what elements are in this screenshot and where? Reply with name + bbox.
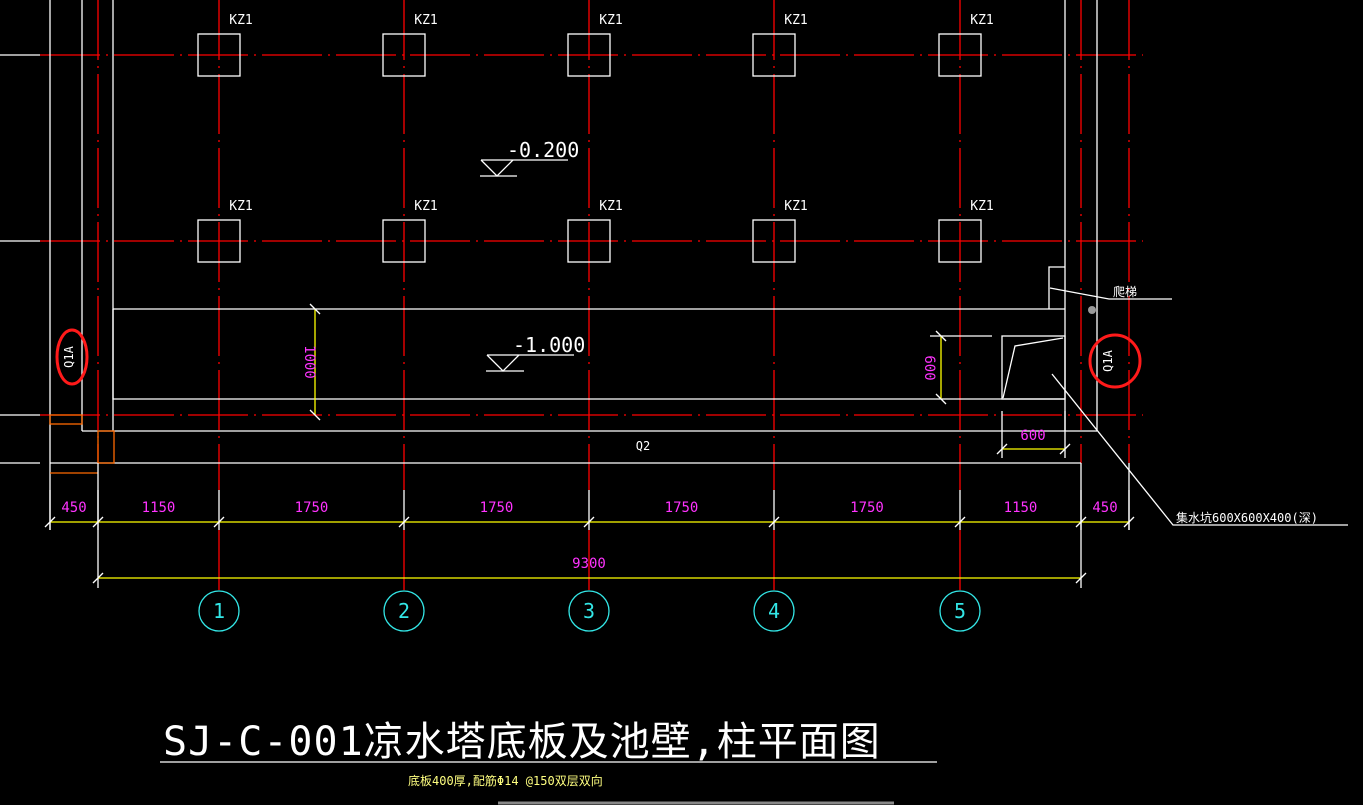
dim-tick [213, 516, 225, 528]
column-kz1[interactable]: KZ1 [567, 13, 623, 77]
column-label: KZ1 [599, 199, 622, 214]
elevation-label-upper: -0.200 [507, 138, 579, 162]
wall-label-bottom: Q2 [636, 439, 650, 453]
dim-tick [44, 516, 56, 528]
dim-text-segment: 1150 [1004, 500, 1038, 516]
column-kz1[interactable]: KZ1 [752, 13, 808, 77]
column-kz1[interactable]: KZ1 [197, 13, 253, 77]
dim-text-trench-depth: 1000 [301, 345, 317, 379]
column-label: KZ1 [970, 13, 993, 28]
dim-tick [1123, 516, 1135, 528]
dim-tick [768, 516, 780, 528]
column-outline [567, 33, 611, 77]
dimension-trench-depth: 1000 [301, 303, 321, 421]
dim-text-segment: 1750 [480, 500, 514, 516]
dim-tick [92, 572, 104, 584]
column-label: KZ1 [599, 13, 622, 28]
dim-text-segment: 450 [1092, 500, 1117, 516]
axis-bubble-label: 2 [398, 599, 410, 623]
axis-bubble-4: 4 [753, 590, 795, 632]
dim-text-sump-width: 600 [1020, 428, 1045, 444]
sump-label: 集水坑600X600X400(深) [1176, 510, 1318, 525]
ladder-label: 爬梯 [1113, 285, 1137, 299]
dim-text-total: 9300 [572, 556, 606, 572]
column-outline [382, 33, 426, 77]
dim-tick [583, 516, 595, 528]
axis-bubble-1: 1 [198, 590, 240, 632]
highlight-circle-left [55, 328, 89, 386]
column-kz1[interactable]: KZ1 [382, 199, 438, 263]
column-kz1[interactable]: KZ1 [197, 199, 253, 263]
dim-tick [1075, 572, 1087, 584]
column-kz1[interactable]: KZ1 [567, 199, 623, 263]
wall-label-right: Q1A [1101, 349, 1115, 371]
column-outline [567, 219, 611, 263]
ladder: 爬梯 [1048, 266, 1172, 314]
drawing-title: SJ-C-001凉水塔底板及池壁,柱平面图 [163, 719, 881, 765]
column-kz1[interactable]: KZ1 [938, 13, 994, 77]
column-label: KZ1 [229, 199, 252, 214]
column-label: KZ1 [970, 199, 993, 214]
axis-bubble-label: 3 [583, 599, 595, 623]
column-label: KZ1 [414, 199, 437, 214]
column-kz1[interactable]: KZ1 [752, 199, 808, 263]
column-outline [197, 33, 241, 77]
sump-leader-line [1051, 373, 1348, 526]
column-outline [752, 219, 796, 263]
column-outline [938, 33, 982, 77]
column-label: KZ1 [414, 13, 437, 28]
axis-bubble-label: 4 [768, 599, 780, 623]
wall-corner-detail [49, 414, 83, 425]
wall-corner-detail [97, 430, 115, 464]
column-outline [938, 219, 982, 263]
elevation-mark-upper: -0.200 [480, 138, 579, 177]
column-label: KZ1 [229, 13, 252, 28]
dim-tick [398, 516, 410, 528]
axis-bubble-3: 3 [568, 590, 610, 632]
dim-text-segment: 450 [61, 500, 86, 516]
trench-outline [112, 309, 1065, 400]
elevation-label-lower: -1.000 [513, 333, 585, 357]
axis-bubble-label: 1 [213, 599, 225, 623]
axis-bubble-5: 5 [939, 590, 981, 632]
dim-text-segment: 1750 [665, 500, 699, 516]
column-label: KZ1 [784, 199, 807, 214]
column-kz1[interactable]: KZ1 [938, 199, 994, 263]
dim-text-segment: 1750 [850, 500, 884, 516]
dim-tick [954, 516, 966, 528]
dim-text-segment: 1150 [142, 500, 176, 516]
wall-label-left: Q1A [62, 345, 76, 367]
dim-text-sump-height: 600 [921, 355, 937, 380]
axis-bubble-2: 2 [383, 590, 425, 632]
drawing-subtitle: 底板400厚,配筋Φ14 @150双层双向 [408, 773, 603, 788]
dim-text-segment: 1750 [295, 500, 329, 516]
column-kz1[interactable]: KZ1 [382, 13, 438, 77]
sump-pit: 600 600 [921, 330, 1071, 458]
elevation-mark-lower: -1.000 [486, 333, 585, 372]
column-outline [752, 33, 796, 77]
highlight-circle-right [1088, 333, 1142, 389]
axis-bubble-label: 5 [954, 599, 966, 623]
column-outline [382, 219, 426, 263]
column-label: KZ1 [784, 13, 807, 28]
column-outline [197, 219, 241, 263]
